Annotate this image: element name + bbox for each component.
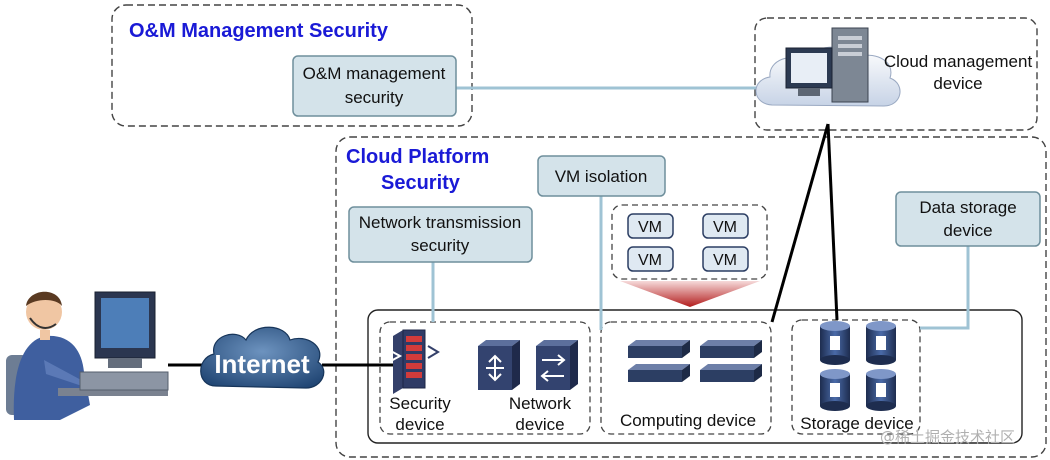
blade-server-icon-3: [628, 364, 690, 382]
network-transmission-box: [348, 206, 533, 263]
internet-cloud-icon: [200, 326, 325, 389]
data-storage-link: [920, 246, 970, 330]
vm-box-3: VM: [627, 246, 674, 272]
om-management-region: [111, 4, 473, 127]
vm-funnel-arrow: [620, 281, 760, 307]
om-security-label-line2: security: [345, 88, 404, 107]
cloud-management-label-line1: Cloud management: [884, 52, 1033, 71]
vm-box-1: VM: [627, 213, 674, 239]
network-device-label-line1: Network: [509, 394, 572, 413]
vm-box-4: VM: [702, 246, 749, 272]
data-storage-label-line1: Data storage: [919, 198, 1016, 217]
desk-icon: [58, 388, 168, 396]
om-security-box: [292, 55, 457, 117]
user-workstation: [6, 291, 169, 420]
security-device-label-line2: device: [395, 415, 444, 434]
server-tower-icon: [831, 27, 869, 103]
switch-icon: [536, 340, 578, 390]
firewall-icon: [388, 329, 440, 394]
cloud-platform-title-line1: Cloud Platform: [346, 146, 489, 168]
cloud-to-computing-line: [770, 123, 830, 323]
om-management-title: O&M Management Security: [129, 20, 389, 42]
storage-group: [791, 319, 921, 435]
computing-device-label: Computing device: [620, 411, 756, 430]
router-icon: [478, 340, 520, 390]
blade-server-icon-2: [700, 340, 762, 358]
blade-server-icon-1: [628, 340, 690, 358]
vm-label-2: VM: [713, 219, 737, 236]
vm-label-4: VM: [713, 252, 737, 269]
storage-disk-icon-4: [866, 369, 896, 411]
vm-box-2: VM: [702, 213, 749, 239]
cloud-platform-region: [335, 136, 1047, 458]
network-transmission-label-line1: Network transmission: [359, 213, 522, 232]
security-network-group: [379, 321, 591, 435]
vm-label-1: VM: [638, 219, 662, 236]
user-person-icon: [13, 335, 91, 420]
blade-server-icon-4: [700, 364, 762, 382]
network-transmission-label-line2: security: [411, 236, 470, 255]
watermark-text: @稀土掘金技术社区: [880, 428, 1015, 446]
vm-isolation-label: VM isolation: [555, 167, 648, 186]
device-container: [367, 309, 1023, 444]
cloud-management-label-line2: device: [933, 74, 982, 93]
vm-label-3: VM: [638, 252, 662, 269]
computing-group: [600, 321, 772, 435]
storage-disk-icon-1: [820, 321, 850, 365]
storage-disk-icon-2: [866, 321, 896, 365]
network-device-label-line2: device: [515, 415, 564, 434]
om-security-label-line1: O&M management: [303, 64, 446, 83]
data-storage-label-line2: device: [943, 221, 992, 240]
cloud-to-storage-line: [826, 123, 839, 321]
data-storage-box: [895, 191, 1041, 247]
cloud-management-region: [754, 17, 1038, 131]
cloud-management-device: [755, 27, 901, 107]
security-device-label-line1: Security: [389, 394, 451, 413]
vm-isolation-box: [537, 155, 666, 197]
keyboard-icon: [79, 371, 169, 391]
internet-label: Internet: [214, 349, 310, 379]
storage-device-label: Storage device: [800, 414, 913, 433]
storage-disk-icon-3: [820, 369, 850, 411]
cloud-platform-title-line2: Security: [381, 172, 461, 194]
